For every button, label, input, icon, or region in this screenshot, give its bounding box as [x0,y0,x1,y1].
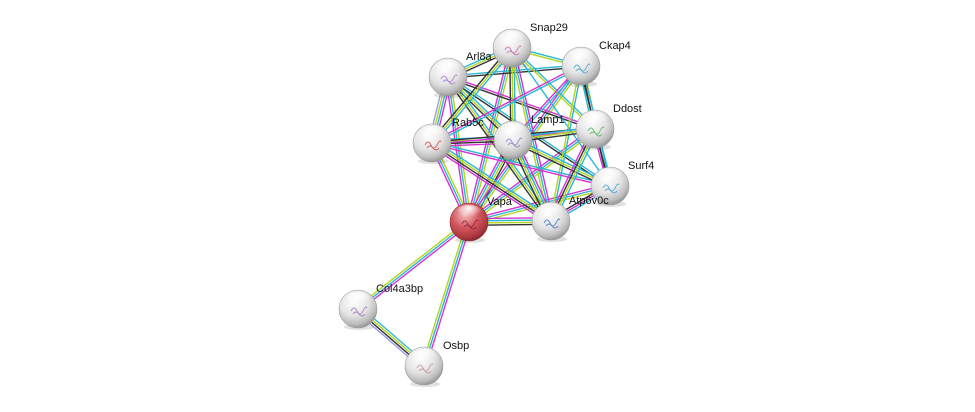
node-snap29[interactable]: Snap29 [492,22,568,69]
edge-snap29-surf4[interactable] [511,47,611,187]
node-gloss [434,59,462,77]
edge-evidence-database [423,221,470,367]
edge-ckap4-atp6v0c[interactable] [549,65,583,222]
node-ckap4[interactable]: Ckap4 [561,40,631,87]
node-ddost[interactable]: Ddost [575,103,642,150]
node-lamp1[interactable]: Lamp1 [493,114,565,161]
node-label: Vapa [487,196,513,208]
edge-evidence-database [357,221,470,310]
edge-evidence-database [433,48,515,145]
node-surf4[interactable]: Surf4 [590,160,654,207]
edge-evidence-database [432,141,611,186]
edge-evidence-database [511,47,611,187]
edge-evidence-textmining [431,47,513,144]
edge-vapa-osbp[interactable] [421,221,472,367]
node-gloss [581,111,609,129]
edge-evidence-experiments [358,223,471,312]
edge-evidence-experiments [429,145,550,225]
node-gloss [344,291,372,310]
edge-snap29-rab5c[interactable] [429,46,515,145]
edge-evidence-experiments [513,47,554,221]
edge-evidence-database [432,66,582,145]
node-osbp[interactable]: Osbp [404,340,469,387]
edge-evidence-coexpression [447,77,595,131]
edge-evidence-textmining [356,219,469,308]
node-label: Surf4 [628,160,654,172]
edge-rab5c-atp6v0c[interactable] [429,139,554,225]
edge-evidence-experiments [425,222,472,367]
node-label: Ckap4 [599,40,631,52]
node-gloss [567,48,595,66]
edge-vapa-col4a3bp[interactable] [356,219,471,312]
edge-ckap4-rab5c[interactable] [431,64,582,145]
edge-snap29-ddost[interactable] [510,46,597,131]
edge-evidence-textmining [421,221,468,366]
node-label: Col4a3bp [376,283,423,295]
edge-evidence-database [447,76,470,223]
node-gloss [410,348,438,367]
node-gloss [537,203,565,221]
edge-evidence-textmining [510,48,595,131]
edge-evidence-database [468,47,513,223]
node-label: Snap29 [530,22,568,34]
edge-evidence-database [468,128,596,223]
node-label: Osbp [443,340,469,352]
edge-evidence-database [433,139,554,219]
node-col4a3bp[interactable]: Col4a3bp [338,283,423,330]
node-gloss [455,204,483,222]
node-vapa[interactable]: Vapa [449,196,513,243]
node-label: Arl8a [466,51,493,63]
edge-evidence-textmining [469,130,597,225]
node-label: Lamp1 [531,114,565,126]
edge-evidence-textmining [432,141,552,221]
edge-evidence-database [511,47,552,222]
node-gloss [418,125,446,143]
node-label: Ddost [613,103,642,115]
edge-evidence-coexpression [429,46,511,143]
node-gloss [499,122,527,140]
node-gloss [498,30,526,48]
node-label: Atp6v0c [569,195,609,207]
node-arl8a[interactable]: Arl8a [428,51,493,98]
node-label: Rab5c [452,117,484,129]
edges-layer [355,45,613,370]
edge-evidence-database [551,66,583,222]
edge-evidence-database [512,46,597,129]
node-atp6v0c[interactable]: Atp6v0c [531,195,609,242]
edge-evidence-textmining [549,65,581,221]
node-gloss [596,168,624,186]
edge-evidence-experiments [431,64,581,143]
edge-evidence-coexpression [431,143,551,223]
node-rab5c[interactable]: Rab5c [412,117,484,164]
